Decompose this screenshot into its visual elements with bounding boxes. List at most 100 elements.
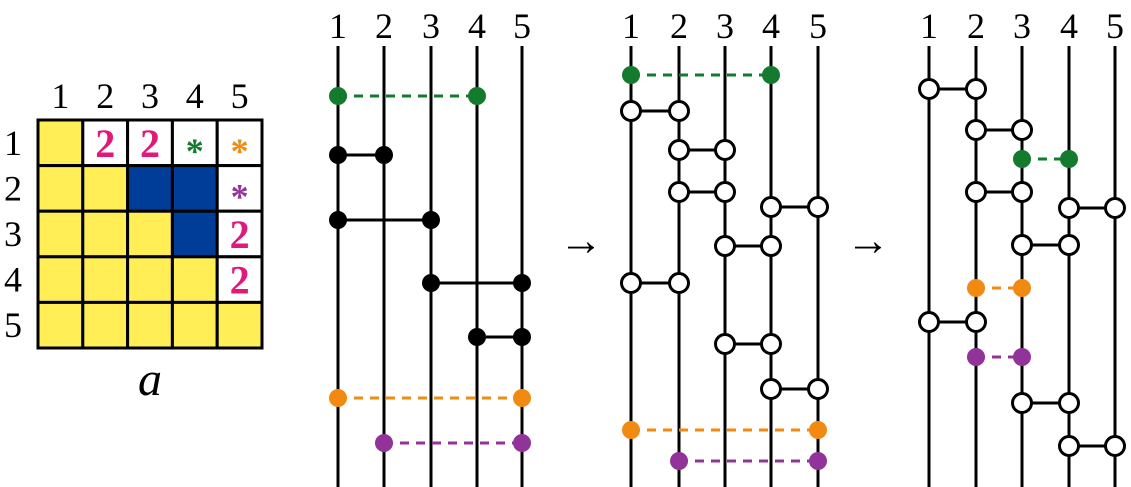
filled-node-orange xyxy=(622,421,640,439)
grid-number-mark: 2 xyxy=(230,212,250,257)
grid-cell-r2-c2 xyxy=(81,164,130,213)
filled-node-orange xyxy=(513,389,531,407)
grid-cell-r4-c2 xyxy=(81,255,130,304)
strand-label: 3 xyxy=(422,6,440,46)
open-node xyxy=(760,235,782,257)
grid-cell-r3-c1 xyxy=(36,209,85,259)
filled-node-purple xyxy=(809,452,827,470)
filled-node-green xyxy=(1060,150,1078,168)
open-node xyxy=(965,78,987,100)
filled-node-purple xyxy=(513,434,531,452)
filled-node-black xyxy=(329,211,347,229)
strand-label: 5 xyxy=(809,6,827,46)
grid-cell-r3-c4 xyxy=(170,209,219,259)
filled-node-black xyxy=(329,146,347,164)
grid-cell-r4-c1 xyxy=(36,255,85,304)
filled-node-purple xyxy=(670,452,688,470)
strand-label: 2 xyxy=(967,6,985,46)
open-node xyxy=(1058,234,1080,256)
open-node xyxy=(918,311,940,333)
grid-cell-r2-c4 xyxy=(170,164,219,213)
filled-node-black xyxy=(468,328,486,346)
strand-label: 1 xyxy=(622,6,640,46)
grid-row-label: 4 xyxy=(4,260,22,300)
open-node xyxy=(1104,435,1126,457)
strand-label: 1 xyxy=(329,6,347,46)
grid-star-mark-orange: * xyxy=(231,131,249,171)
open-node xyxy=(714,333,736,355)
grid-cell-r4-c3 xyxy=(126,255,174,304)
open-node xyxy=(668,181,690,203)
grid-cell-r2-c1 xyxy=(36,164,85,213)
open-node xyxy=(1058,392,1080,414)
strand-label: 4 xyxy=(1060,6,1078,46)
open-node xyxy=(760,196,782,218)
filled-node-black xyxy=(422,274,440,292)
strand-label: 2 xyxy=(670,6,688,46)
strand-label: 3 xyxy=(1013,6,1031,46)
grid-star-mark-green: * xyxy=(186,131,204,171)
grid-row-label: 1 xyxy=(4,123,22,163)
filled-node-black xyxy=(513,328,531,346)
open-node xyxy=(1011,392,1033,414)
grid-cell-r5-c2 xyxy=(81,300,130,350)
open-node xyxy=(1058,435,1080,457)
grid-cell-r5-c5 xyxy=(215,300,264,350)
grid-cell-r2-c3 xyxy=(126,164,174,213)
open-node xyxy=(1011,181,1033,203)
filled-node-orange xyxy=(1013,279,1031,297)
grid-cell-r1-c5 xyxy=(215,118,264,168)
strand-label: 5 xyxy=(513,6,531,46)
grid-caption: a xyxy=(138,353,162,406)
grid-col-label: 3 xyxy=(141,76,159,116)
open-node xyxy=(620,272,642,294)
filled-node-green xyxy=(1013,150,1031,168)
open-node xyxy=(1011,119,1033,141)
filled-node-purple xyxy=(375,434,393,452)
open-node xyxy=(965,311,987,333)
open-node xyxy=(965,181,987,203)
filled-node-green xyxy=(622,66,640,84)
open-node xyxy=(918,78,940,100)
filled-node-black xyxy=(513,274,531,292)
grid-cell-r3-c2 xyxy=(81,209,130,259)
open-node xyxy=(1011,234,1033,256)
filled-node-orange xyxy=(329,389,347,407)
open-node xyxy=(714,235,736,257)
grid-number-mark: 2 xyxy=(140,121,160,166)
open-node xyxy=(668,272,690,294)
filled-node-purple xyxy=(967,348,985,366)
strand-label: 4 xyxy=(762,6,780,46)
grid-number-mark: 2 xyxy=(95,121,115,166)
strand-label: 5 xyxy=(1106,6,1124,46)
open-node xyxy=(807,378,829,400)
strand-label: 4 xyxy=(468,6,486,46)
filled-node-green xyxy=(329,87,347,105)
transition-arrow-2: → xyxy=(846,216,890,265)
grid-cell-r5-c3 xyxy=(126,300,174,350)
open-node xyxy=(760,333,782,355)
filled-node-orange xyxy=(809,421,827,439)
open-node xyxy=(668,139,690,161)
grid-col-label: 1 xyxy=(51,76,69,116)
grid-row-label: 2 xyxy=(4,168,22,208)
grid-col-label: 2 xyxy=(96,76,114,116)
strand-label: 1 xyxy=(920,6,938,46)
open-node xyxy=(714,181,736,203)
transition-arrow-1: → xyxy=(559,216,603,265)
open-node xyxy=(1058,197,1080,219)
filled-node-black xyxy=(422,211,440,229)
filled-node-green xyxy=(762,66,780,84)
filled-node-purple xyxy=(1013,348,1031,366)
strand-label: 3 xyxy=(716,6,734,46)
grid-col-label: 4 xyxy=(186,76,204,116)
filled-node-green xyxy=(468,87,486,105)
grid-star-mark-purple: * xyxy=(231,176,249,216)
grid-number-mark: 2 xyxy=(230,258,250,303)
filled-node-black xyxy=(375,146,393,164)
